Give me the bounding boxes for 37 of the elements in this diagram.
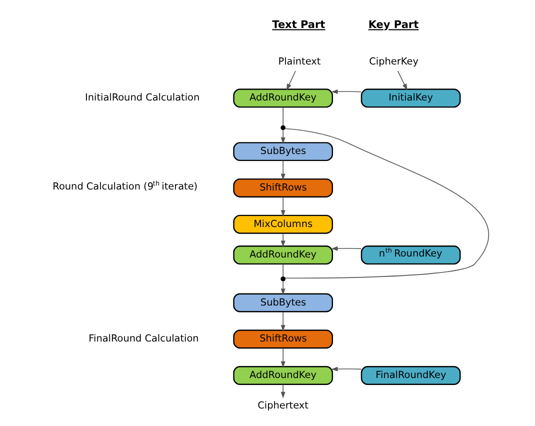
arrow bbox=[331, 366, 362, 372]
label: Key Part bbox=[368, 19, 419, 32]
arrow bbox=[280, 348, 286, 368]
connector bbox=[284, 128, 489, 279]
node-box: AddRoundKey bbox=[233, 88, 333, 108]
arrow bbox=[397, 70, 408, 90]
arrow bbox=[280, 232, 286, 248]
arrow bbox=[280, 384, 286, 398]
arrow bbox=[280, 280, 286, 296]
label: InitialRound Calculation bbox=[85, 92, 200, 104]
node-dot bbox=[280, 125, 286, 130]
node-box: ShiftRows bbox=[233, 178, 333, 198]
arrow bbox=[280, 130, 286, 144]
label: Round Calculation (9$^{th}$ iterate) bbox=[52, 180, 198, 193]
connector bbox=[282, 106, 284, 126]
node-box: AddRoundKey bbox=[233, 246, 333, 265]
node-box: FinalRoundKey bbox=[360, 366, 461, 386]
node-text: Ciphertext bbox=[258, 400, 308, 412]
arrow bbox=[280, 196, 286, 217]
arrow bbox=[331, 246, 362, 251]
connector bbox=[282, 264, 284, 278]
arrow bbox=[280, 312, 286, 332]
node-box: SubBytes bbox=[233, 142, 333, 162]
label: Text Part bbox=[272, 19, 326, 32]
node-box: MixColumns bbox=[233, 214, 333, 234]
node-text: CipherKey bbox=[369, 56, 418, 68]
node-text: Plaintext bbox=[278, 56, 321, 68]
node-box: AddRoundKey bbox=[233, 366, 333, 386]
arrow bbox=[286, 70, 296, 90]
node-box: SubBytes bbox=[233, 293, 333, 312]
arrow bbox=[280, 160, 286, 180]
node-box: ShiftRows bbox=[233, 330, 333, 349]
arrow bbox=[331, 89, 362, 94]
node-dot bbox=[280, 276, 286, 282]
node-box: InitialKey bbox=[360, 88, 461, 108]
label: FinalRound Calculation bbox=[88, 334, 199, 345]
node-box: n$^{th}$ RoundKey bbox=[360, 246, 461, 265]
